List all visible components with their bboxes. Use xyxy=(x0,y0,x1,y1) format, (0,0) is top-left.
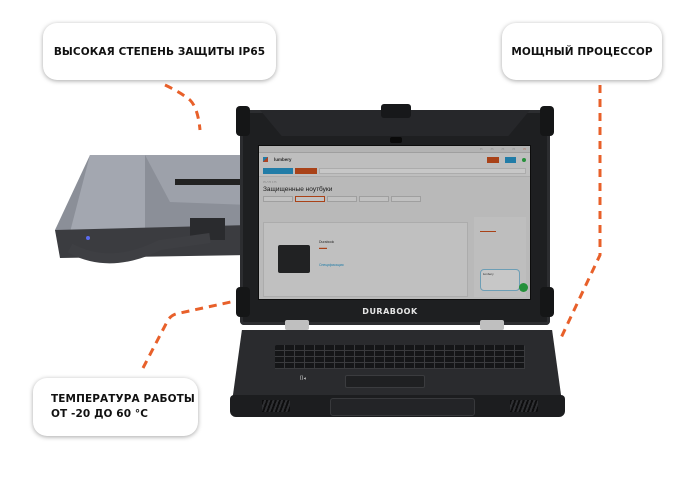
product-spec-link: Спецификация xyxy=(319,263,344,267)
product-price: ▬▬ xyxy=(319,245,327,250)
laptop-touchpad xyxy=(345,375,425,388)
screen-filter-tabs xyxy=(263,196,526,202)
screen-orange-button xyxy=(487,156,500,163)
webcam xyxy=(390,137,402,143)
connector-temperature xyxy=(141,298,241,369)
callout-processor: МОЩНЫЙ ПРОЦЕССОР xyxy=(502,23,662,80)
site-logo: lumbery xyxy=(274,157,292,162)
screen-site-header: lumbery xyxy=(259,153,530,166)
background-laptop-image xyxy=(55,155,250,264)
screen-page-title: Защищенные ноутбуки xyxy=(263,186,333,193)
hinge-right xyxy=(480,320,504,330)
fingerprint-icon: ⌷◂ xyxy=(300,376,306,382)
screen-body: ▭ / ▭ / ▭ Защищенные ноутбуки Durabook ▬… xyxy=(259,177,530,299)
carry-handle xyxy=(330,398,475,416)
screen-breadcrumb: ▭ / ▭ / ▭ xyxy=(263,180,277,184)
hinge-left xyxy=(285,320,309,330)
laptop-brand-logo: DURABOOK xyxy=(362,306,418,316)
vent-right xyxy=(510,400,538,412)
screen-whatsapp-icon xyxy=(522,157,526,162)
callout-temperature: ТЕМПЕРАТУРА РАБОТЫ ОТ -20 ДО 60 °C xyxy=(33,378,198,436)
screen-blue-button xyxy=(505,156,516,163)
site-logo-icon xyxy=(263,157,268,162)
connector-processor xyxy=(558,85,602,341)
callout-processor-text: МОЩНЫЙ ПРОЦЕССОР xyxy=(511,45,653,58)
screen-topbar: ▭▭▭▭▭ xyxy=(259,146,530,153)
connector-protection xyxy=(164,83,202,131)
laptop-keyboard xyxy=(275,345,525,369)
lid-latch xyxy=(381,104,411,118)
screen-chat-widget: lumbery xyxy=(480,269,520,291)
callout-protection: ВЫСОКАЯ СТЕПЕНЬ ЗАЩИТЫ IP65 xyxy=(43,23,276,80)
laptop-screen: ▭▭▭▭▭ lumbery ▭ / ▭ / ▭ Защищенные ноутб… xyxy=(258,145,531,300)
vent-left xyxy=(262,400,290,412)
screen-toolbar xyxy=(259,166,530,177)
callout-temperature-line1: ТЕМПЕРАТУРА РАБОТЫ xyxy=(51,393,195,405)
callout-protection-text: ВЫСОКАЯ СТЕПЕНЬ ЗАЩИТЫ IP65 xyxy=(53,45,266,58)
product-image xyxy=(278,245,310,273)
product-brand: Durabook xyxy=(319,240,335,244)
screen-chat-button-icon xyxy=(519,283,528,292)
screen-product-card: Durabook ▬▬ Спецификация xyxy=(263,222,468,297)
callout-temperature-line2: ОТ -20 ДО 60 °C xyxy=(51,408,149,420)
